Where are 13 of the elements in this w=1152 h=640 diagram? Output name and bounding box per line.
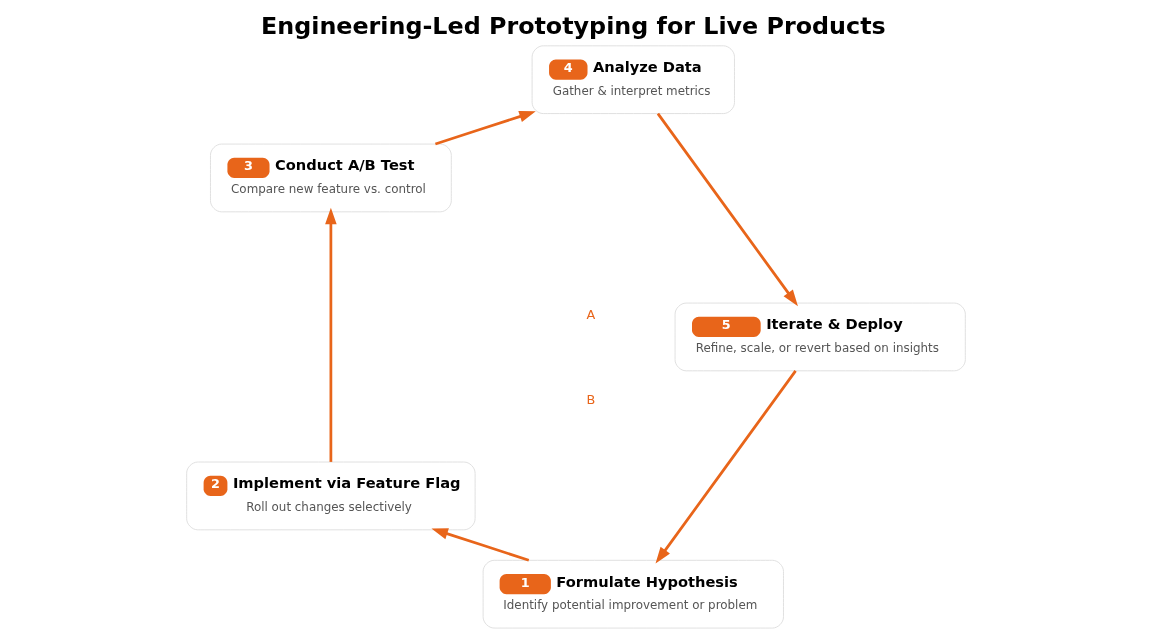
node-box: 1 Formulate Hypothesis Identify potential improvement or problem (482, 559, 784, 629)
arrow (431, 528, 530, 562)
node-box: 2 Implement via Feature Flag Roll out changes selectively (186, 461, 476, 531)
arrow (655, 370, 797, 564)
node-box: 4 Analyze Data Gather & interpret metrics (531, 45, 735, 115)
arrow (325, 207, 337, 462)
label: B (586, 391, 596, 407)
arrow (434, 110, 536, 146)
label: A (586, 307, 596, 323)
diagram-title: Engineering-Led Prototyping for Live Products (261, 11, 886, 40)
arrow (656, 112, 798, 307)
node-box: 5 Iterate & Deploy Refine, scale, or revert based on insights (674, 302, 966, 372)
node-box: 3 Conduct A/B Test Compare new feature vs. control (210, 143, 452, 213)
